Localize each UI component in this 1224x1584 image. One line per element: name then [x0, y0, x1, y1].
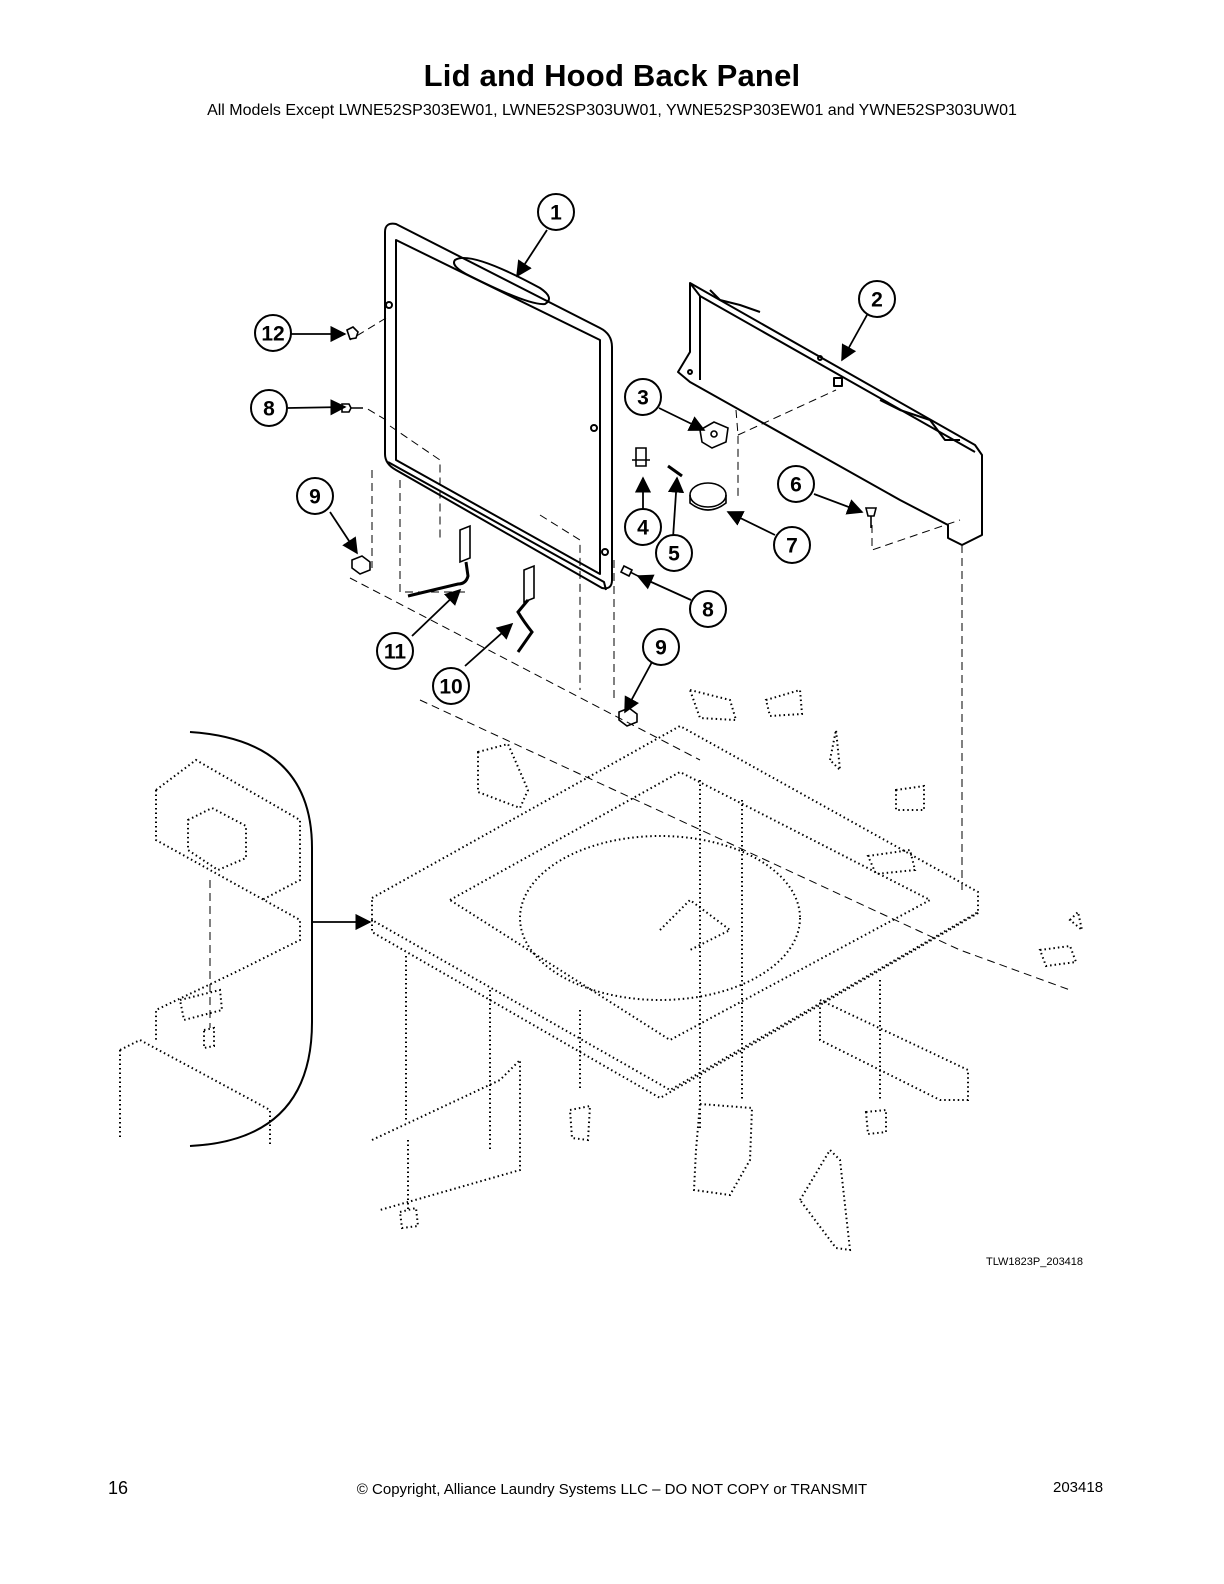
leader-3: [658, 407, 706, 431]
callout-6: 6: [777, 465, 815, 503]
leader-9a: [329, 511, 358, 555]
svg-text:6: 6: [790, 474, 802, 497]
cabinet-top-context: [371, 688, 1084, 1252]
page-subtitle: All Models Except LWNE52SP303EW01, LWNE5…: [207, 102, 1017, 119]
leader-5: [667, 476, 685, 539]
leader-9b: [624, 661, 653, 714]
hood-back-panel-part: [677, 282, 983, 546]
svg-text:8: 8: [702, 599, 714, 622]
assembly-guide-lines: [349, 317, 1071, 991]
svg-text:11: 11: [384, 641, 407, 664]
callout-8-left: 8: [250, 389, 288, 427]
svg-text:9: 9: [309, 486, 321, 509]
document-number: 203418: [1053, 1479, 1104, 1496]
svg-text:1: 1: [550, 202, 562, 225]
callout-11: 11: [376, 632, 414, 670]
svg-text:12: 12: [261, 323, 284, 346]
callout-1: 1: [537, 193, 575, 231]
page-title: Lid and Hood Back Panel: [423, 58, 801, 93]
leader-8a: [287, 399, 347, 416]
svg-text:10: 10: [439, 676, 462, 699]
callout-10: 10: [432, 667, 470, 705]
svg-text:7: 7: [786, 535, 798, 558]
callout-9-right: 9: [642, 628, 680, 666]
callout-5: 5: [655, 534, 693, 572]
page-number: 16: [108, 1478, 129, 1498]
copyright-notice: © Copyright, Alliance Laundry Systems LL…: [356, 1481, 868, 1498]
callout-9-left: 9: [296, 477, 334, 515]
callout-3: 3: [624, 378, 662, 416]
leader-11: [411, 588, 462, 637]
svg-text:5: 5: [668, 543, 680, 566]
callout-12: 12: [254, 314, 292, 352]
detail-inset: [119, 731, 313, 1147]
callout-leaders: [287, 229, 868, 931]
svg-text:2: 2: [871, 289, 883, 312]
lid-frame-part: [384, 222, 613, 591]
callout-8-right: 8: [689, 590, 727, 628]
callouts: 1 2 3 4 5 6 7 8: [250, 193, 896, 705]
callout-7: 7: [773, 526, 811, 564]
callout-4: 4: [624, 508, 662, 546]
svg-text:3: 3: [637, 387, 649, 410]
leader-8b: [636, 574, 692, 601]
leader-1: [516, 229, 548, 278]
svg-text:4: 4: [637, 517, 649, 540]
svg-text:8: 8: [263, 398, 275, 421]
leader-10: [464, 622, 514, 667]
callout-2: 2: [858, 280, 896, 318]
figure-code: TLW1823P_203418: [986, 1256, 1084, 1268]
leader-6: [813, 493, 864, 515]
leader-2: [841, 314, 868, 362]
svg-text:9: 9: [655, 637, 667, 660]
leader-7: [726, 511, 776, 536]
small-parts: [341, 326, 878, 727]
